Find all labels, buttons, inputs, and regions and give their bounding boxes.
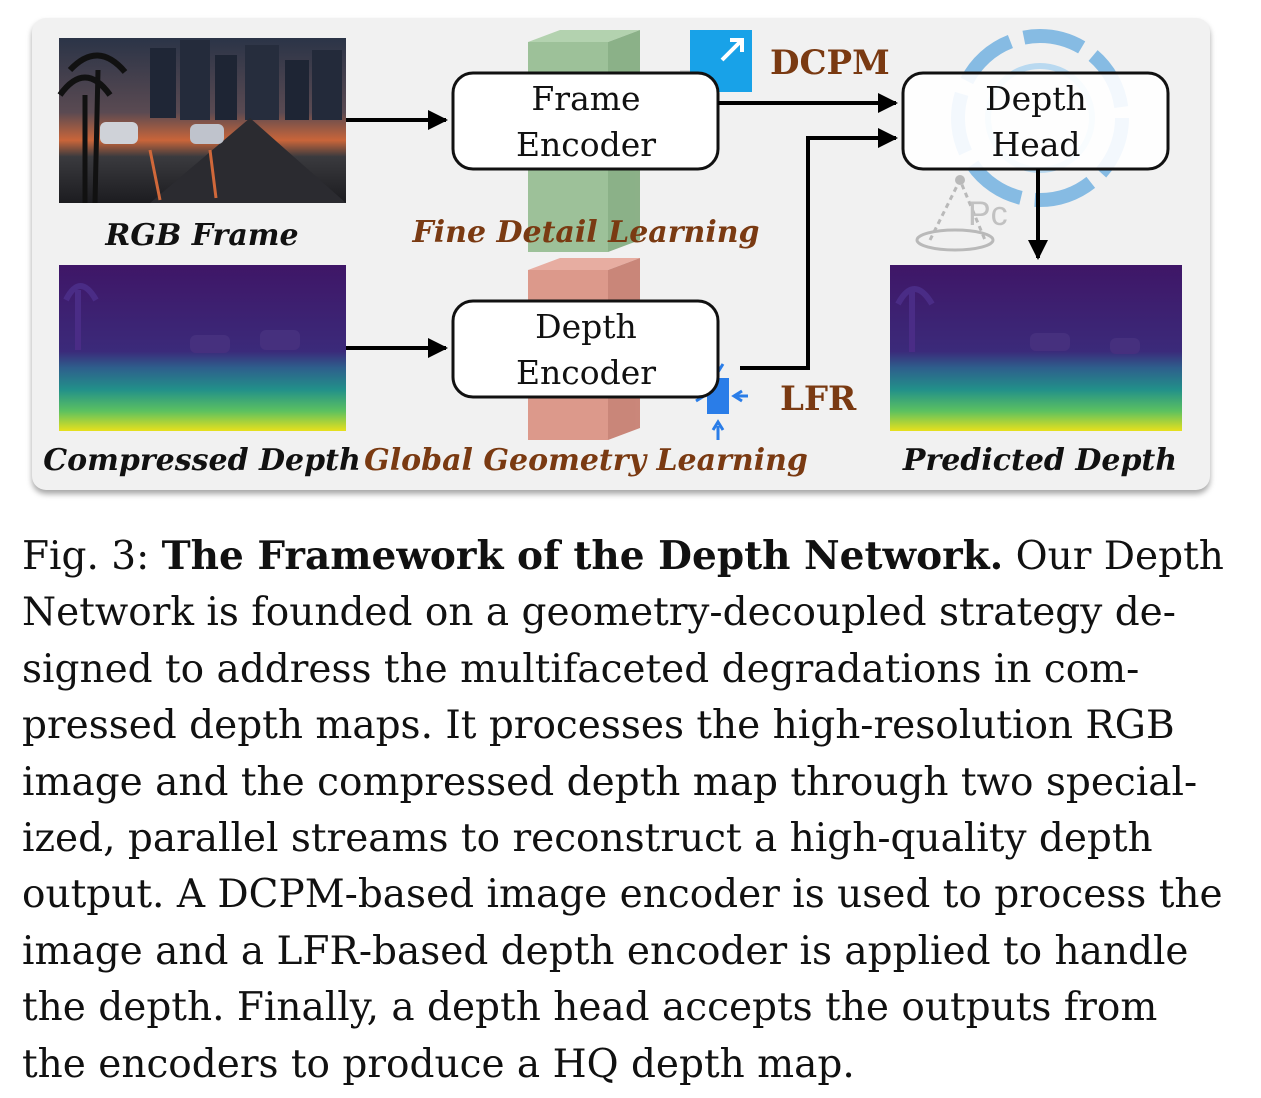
- depth-encoder-box: [451, 299, 720, 399]
- frame-encoder-line2: Encoder: [516, 125, 656, 164]
- depth-head-line1: Depth: [985, 79, 1087, 118]
- watermark-pc: Pc: [968, 195, 1008, 233]
- caption-line: the encoders to produce a HQ depth map.: [22, 1041, 855, 1087]
- dcpm-label: DCPM: [770, 43, 890, 83]
- predicted-depth-image: [890, 265, 1182, 431]
- caption-line: pressed depth maps. It processes the hig…: [22, 703, 1175, 749]
- depth-encoder-line1: Depth: [535, 307, 637, 346]
- compressed-depth-label: Compressed Depth: [43, 443, 361, 478]
- caption-line: image and a LFR-based depth encoder is a…: [22, 928, 1189, 974]
- point-cloud-icon: Pc: [915, 175, 1008, 252]
- global-geometry-label: Global Geometry Learning: [364, 443, 808, 478]
- compressed-depth-image: [59, 265, 346, 431]
- depth-head-box: [901, 71, 1170, 171]
- depth-encoder-line2: Encoder: [516, 353, 656, 392]
- fine-detail-label: Fine Detail Learning: [411, 215, 759, 250]
- lfr-label: LFR: [780, 379, 857, 419]
- caption-prefix: Fig. 3:: [22, 534, 162, 579]
- figure-caption: Fig. 3: The Framework of the Depth Netwo…: [22, 528, 1250, 1093]
- caption-line: ized, parallel streams to reconstruct a …: [22, 816, 1153, 862]
- caption-line: the depth. Finally, a depth head accepts…: [22, 985, 1158, 1031]
- frame-encoder-line1: Frame: [531, 79, 640, 118]
- caption-line: signed to address the multifaceted degra…: [22, 646, 1140, 692]
- arrow-depth-encoder-to-head: [740, 128, 898, 370]
- depth-head-line2: Head: [991, 125, 1080, 164]
- rgb-frame-image: [57, 38, 346, 204]
- rgb-frame-label: RGB Frame: [104, 218, 298, 253]
- framework-diagram: Pc Frame Encoder Depth Encoder Depth Hea…: [43, 29, 1182, 478]
- caption-line: Our Depth: [1003, 534, 1224, 579]
- caption-title: The Framework of the Depth Network.: [161, 533, 1004, 579]
- caption-line: output. A DCPM-based image encoder is us…: [22, 872, 1223, 918]
- frame-encoder-box: [451, 71, 720, 171]
- caption-line: image and the compressed depth map throu…: [22, 759, 1198, 805]
- caption-line: Network is founded on a geometry-decoupl…: [22, 590, 1176, 636]
- predicted-depth-label: Predicted Depth: [902, 443, 1177, 478]
